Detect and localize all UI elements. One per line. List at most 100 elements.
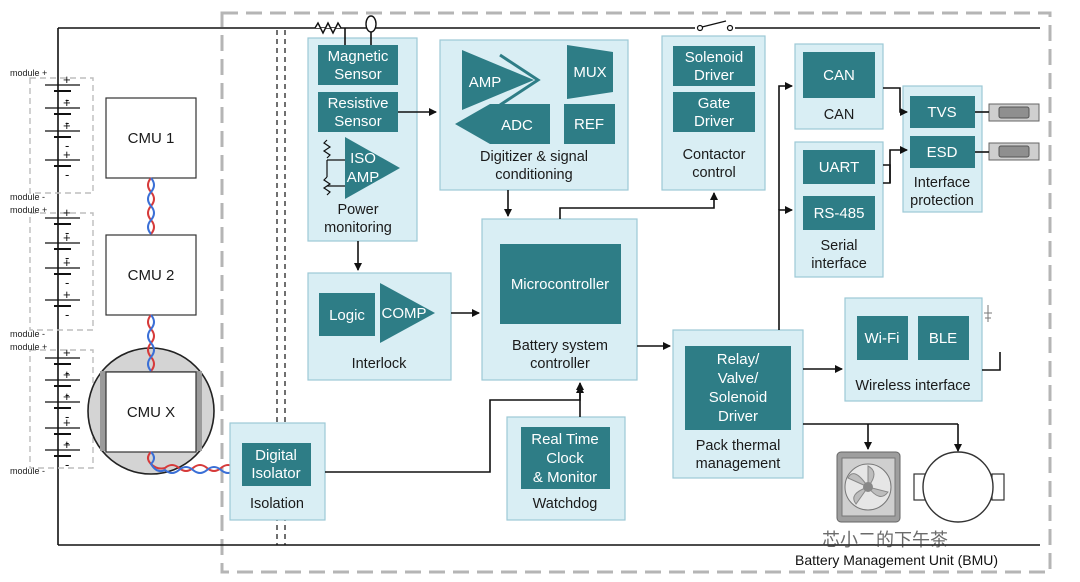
module-plus-label-1: module + (10, 68, 47, 78)
ble-label: BLE (929, 330, 957, 347)
comp-label: COMP (382, 305, 427, 322)
module-minus-label-2: module - (10, 329, 45, 339)
cell-minus-sign: - (65, 92, 69, 107)
ble-block (918, 316, 969, 360)
rtc-monitor-block (521, 427, 610, 489)
cell-plus-sign: + (63, 415, 71, 430)
magnetic-sensor-block (318, 45, 398, 85)
cell-plus-sign: + (63, 118, 71, 133)
ref-block (564, 104, 615, 144)
battery-cells: +-+-+-+-+-+-+-+-+-+-+-+-+- (45, 72, 80, 472)
can-block-label: CAN (823, 67, 855, 84)
protection-caption-2: protection (910, 193, 974, 209)
cell-plus-sign: + (63, 345, 71, 360)
cell-plus-sign: + (63, 72, 71, 87)
cell-minus-sign: - (65, 387, 69, 402)
relay-driver-block (685, 346, 791, 430)
cell-minus-sign: - (65, 435, 69, 450)
solenoid-driver-line1: Solenoid (685, 49, 743, 66)
solenoid-driver-block (673, 46, 755, 86)
gate-driver-block (673, 92, 755, 132)
iso-amp-triangle (345, 137, 400, 199)
cell-minus-sign: - (65, 307, 69, 322)
serial-caption-2: interface (811, 256, 867, 272)
gate-driver-line2: Driver (694, 113, 734, 130)
tvs-block (910, 96, 975, 128)
iso-amp-line1: ISO (350, 150, 376, 167)
resistive-sensor-line1: Resistive (328, 95, 389, 112)
cmu-x-label: CMU X (127, 404, 175, 421)
comp-triangle (380, 283, 435, 343)
rs485-label: RS-485 (814, 205, 865, 222)
module-plus-label-2: module + (10, 205, 47, 215)
logic-block (319, 293, 375, 336)
can-caption: CAN (824, 107, 855, 123)
resistive-sensor-line2: Sensor (334, 113, 382, 130)
cell-plus-sign: + (63, 389, 71, 404)
cmu-2-label: CMU 2 (128, 267, 175, 284)
cmu-1-label: CMU 1 (128, 130, 175, 147)
rs485-block (803, 196, 875, 230)
iso-amp-line2: AMP (347, 169, 380, 186)
cell-plus-sign: + (63, 205, 71, 220)
esd-label: ESD (927, 144, 958, 161)
relay-line1: Relay/ (717, 351, 760, 368)
relay-line4: Driver (718, 408, 758, 425)
cell-plus-sign: + (63, 437, 71, 452)
mux-label: MUX (573, 64, 606, 81)
watchdog-caption: Watchdog (533, 496, 598, 512)
connector-1-icon (988, 103, 1040, 122)
adc-label: ADC (501, 117, 533, 134)
antenna-icon (984, 305, 992, 322)
relay-line2: Valve/ (718, 370, 759, 387)
cell-plus-sign: + (63, 287, 71, 302)
solenoid-driver-line2: Driver (694, 67, 734, 84)
module-plus-label-3: module + (10, 342, 47, 352)
magnetic-sensor-line1: Magnetic (328, 48, 389, 65)
cell-plus-sign: + (63, 95, 71, 110)
wifi-label: Wi-Fi (865, 330, 900, 347)
logic-label: Logic (329, 307, 365, 324)
uart-label: UART (819, 159, 860, 176)
digital-isolator-line2: Isolator (251, 465, 300, 482)
cell-minus-sign: - (65, 365, 69, 380)
cell-minus-sign: - (65, 138, 69, 153)
relay-line3: Solenoid (709, 389, 767, 406)
adc-block (455, 104, 550, 144)
module-minus-label-3: module - (10, 466, 45, 476)
tvs-label: TVS (927, 104, 956, 121)
thermal-caption-2: management (696, 456, 781, 472)
digital-isolator-line1: Digital (255, 447, 297, 464)
wireless-caption: Wireless interface (855, 378, 970, 394)
power-monitoring-caption-2: monitoring (324, 220, 392, 236)
contactor-caption-1: Contactor (683, 147, 746, 163)
cmu-1-box (105, 97, 197, 179)
cell-minus-sign: - (65, 457, 69, 472)
mux-block (567, 45, 613, 99)
cell-minus-sign: - (65, 167, 69, 182)
can-block (803, 52, 875, 98)
esd-block (910, 136, 975, 168)
controller-caption-2: controller (530, 356, 590, 372)
cell-minus-sign: - (65, 115, 69, 130)
amp-label: AMP (469, 74, 502, 91)
wifi-block (857, 316, 908, 360)
controller-caption-1: Battery system (512, 338, 608, 354)
motor-icon (913, 451, 1005, 523)
amp-triangle (462, 50, 534, 110)
cell-plus-sign: + (63, 230, 71, 245)
cell-plus-sign: + (63, 147, 71, 162)
power-monitoring-caption-1: Power (337, 202, 378, 218)
module-minus-label-1: module - (10, 192, 45, 202)
interlock-caption: Interlock (352, 356, 408, 372)
contactor-caption-2: control (692, 165, 736, 181)
protection-caption-1: Interface (914, 175, 970, 191)
thermal-caption-1: Pack thermal (696, 438, 781, 454)
ref-label: REF (574, 116, 604, 133)
cell-plus-sign: + (63, 255, 71, 270)
cell-plus-sign: + (63, 367, 71, 382)
fan-icon (836, 451, 901, 523)
serial-caption-1: Serial (820, 238, 857, 254)
cell-minus-sign: - (65, 409, 69, 424)
